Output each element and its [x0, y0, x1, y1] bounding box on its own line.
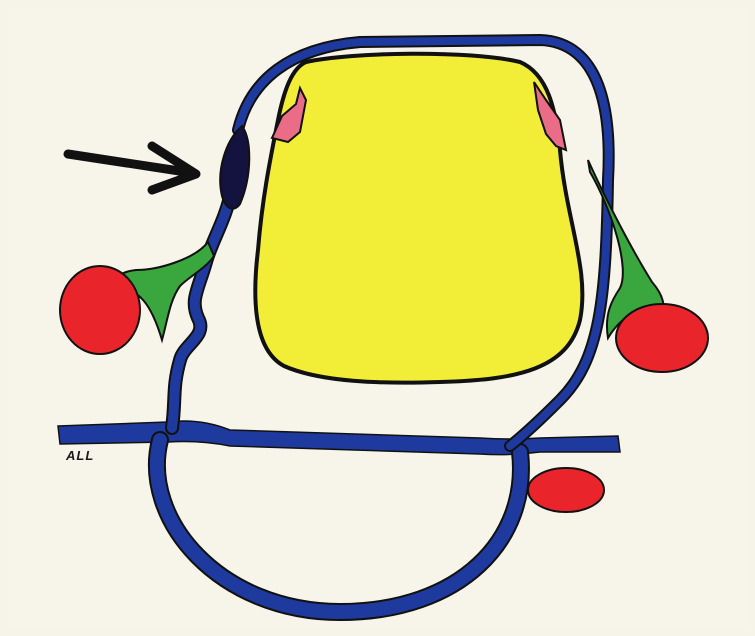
red-oval-left [60, 266, 140, 354]
artist-signature: ALL [65, 448, 94, 463]
red-oval-bottom [528, 468, 604, 512]
red-oval-right [616, 304, 708, 372]
